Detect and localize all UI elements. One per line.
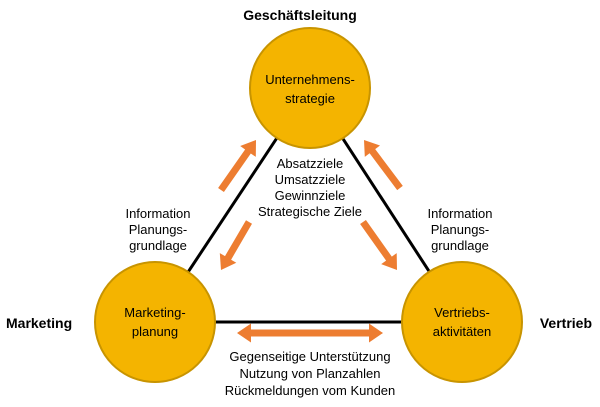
flow-top-down-line: Gewinnziele xyxy=(275,188,346,203)
node-sales-label-2: aktivitäten xyxy=(433,324,492,339)
arrow-top-to-right xyxy=(360,220,397,270)
node-strategy xyxy=(249,27,371,149)
node-sales-label-1: Vertriebs- xyxy=(434,305,490,320)
arrow-top-to-left xyxy=(219,220,252,270)
flow-bottom-line: Rückmeldungen vom Kunden xyxy=(225,383,396,398)
flow-right-up-line: grundlage xyxy=(431,238,489,253)
flow-left-up-line: grundlage xyxy=(129,238,187,253)
flow-left-up-line: Information xyxy=(125,206,190,221)
arrow-right-to-top xyxy=(364,140,403,191)
flow-top-down-line: Strategische Ziele xyxy=(258,204,362,219)
node-sales-activities xyxy=(401,261,523,383)
flow-bottom-line: Nutzung von Planzahlen xyxy=(240,366,381,381)
flow-right-up-line: Information xyxy=(427,206,492,221)
node-marketing-planning xyxy=(94,261,216,383)
flow-left-up-line: Planungs- xyxy=(129,222,188,237)
flow-bottom-line: Gegenseitige Unterstützung xyxy=(229,349,390,364)
flow-right-up-line: Planungs- xyxy=(431,222,490,237)
role-label-top: Geschäftsleitung xyxy=(243,7,357,23)
arrow-left-to-top xyxy=(218,140,256,192)
node-strategy-label-2: strategie xyxy=(285,91,335,106)
node-marketing-label-2: planung xyxy=(132,324,178,339)
flow-top-down-line: Absatzziele xyxy=(277,156,343,171)
arrow-left-right-double xyxy=(237,323,383,343)
flow-top-down-line: Umsatzziele xyxy=(275,172,346,187)
role-label-left: Marketing xyxy=(6,315,72,331)
role-label-right: Vertrieb xyxy=(540,315,592,331)
node-strategy-label-1: Unternehmens- xyxy=(265,72,355,87)
node-marketing-label-1: Marketing- xyxy=(124,305,185,320)
